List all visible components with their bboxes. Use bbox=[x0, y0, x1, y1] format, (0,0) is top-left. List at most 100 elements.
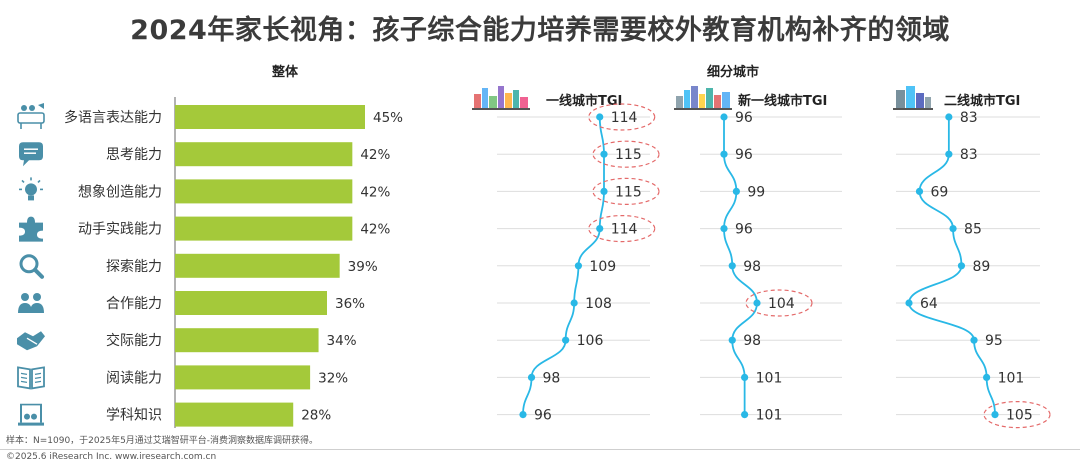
tgi-value-label: 106 bbox=[577, 333, 604, 349]
tier2-city-icon bbox=[893, 86, 933, 110]
tgi-point bbox=[600, 150, 608, 158]
bar-value-label: 45% bbox=[373, 110, 403, 126]
handshake-icon bbox=[17, 331, 45, 351]
tgi-value-label: 98 bbox=[543, 370, 561, 386]
tgi-point bbox=[945, 150, 953, 158]
tgi-value-label: 64 bbox=[920, 296, 938, 312]
book-icon bbox=[17, 366, 45, 390]
bar bbox=[175, 328, 319, 353]
tgi-value-label: 85 bbox=[964, 222, 982, 238]
tier1-city-icon bbox=[472, 86, 530, 110]
tgi-point bbox=[753, 299, 761, 307]
bar-value-label: 39% bbox=[348, 259, 378, 275]
tgi-point bbox=[949, 225, 957, 233]
footer-divider bbox=[0, 449, 1080, 450]
tgi-value-label: 115 bbox=[615, 147, 642, 163]
tgi-value-label: 108 bbox=[585, 296, 612, 312]
tgi-value-label: 96 bbox=[735, 222, 753, 238]
bar bbox=[175, 291, 327, 315]
tgi-value-label: 96 bbox=[735, 110, 753, 126]
tgi-value-label: 96 bbox=[534, 408, 552, 424]
tgi-value-label: 83 bbox=[960, 110, 978, 126]
series-title-new-tier1: 新一线城市TGI bbox=[738, 94, 828, 109]
tgi-value-label: 114 bbox=[611, 222, 638, 238]
bar bbox=[175, 179, 353, 204]
bar bbox=[175, 253, 340, 278]
footnote: 样本：N=1090，于2025年5月通过艾瑞智研平台-消费洞察数据库调研获得。 bbox=[6, 436, 319, 446]
tgi-value-label: 109 bbox=[589, 259, 616, 275]
tgi-value-label: 101 bbox=[998, 370, 1025, 386]
language-icon bbox=[17, 103, 45, 129]
tgi-point bbox=[527, 373, 536, 381]
bar-value-label: 42% bbox=[360, 222, 390, 238]
tgi-point bbox=[970, 336, 978, 344]
bar-value-label: 32% bbox=[318, 370, 348, 386]
highlight-ellipse bbox=[745, 289, 813, 317]
tgi-value-label: 101 bbox=[756, 370, 783, 386]
tgi-point bbox=[991, 411, 999, 419]
bar-category-label: 阅读能力 bbox=[106, 369, 162, 386]
tgi-point bbox=[732, 187, 740, 195]
bar-category-label: 动手实践能力 bbox=[78, 222, 162, 238]
series-title-tier1: 一线城市TGI bbox=[546, 94, 623, 109]
tgi-point bbox=[741, 373, 749, 381]
bar-value-label: 34% bbox=[327, 333, 357, 349]
tgi-value-label: 83 bbox=[960, 147, 978, 163]
bar bbox=[175, 142, 353, 167]
bar-category-label: 合作能力 bbox=[106, 296, 162, 312]
magnifier-icon bbox=[19, 254, 44, 279]
tgi-point bbox=[570, 299, 578, 307]
bar-category-label: 想象创造能力 bbox=[78, 184, 162, 200]
bar bbox=[175, 365, 311, 390]
series-title-tier2: 二线城市TGI bbox=[944, 94, 1021, 109]
copyright: ©2025.6 iResearch Inc. www.iresearch.com… bbox=[6, 452, 217, 462]
lightbulb-icon bbox=[19, 177, 43, 201]
speech-bubble-icon bbox=[19, 142, 43, 167]
tgi-point bbox=[741, 411, 749, 419]
bar-value-label: 42% bbox=[360, 147, 390, 163]
tgi-value-label: 89 bbox=[972, 259, 990, 275]
tgi-value-label: 105 bbox=[1006, 408, 1033, 424]
bar-value-label: 28% bbox=[301, 408, 331, 424]
tgi-value-label: 99 bbox=[747, 184, 765, 200]
puzzle-icon bbox=[19, 216, 43, 242]
tgi-point bbox=[519, 411, 527, 419]
bar bbox=[175, 216, 353, 241]
tgi-value-label: 115 bbox=[615, 184, 642, 200]
tgi-point bbox=[983, 373, 991, 381]
tgi-point bbox=[574, 262, 583, 270]
tgi-value-label: 101 bbox=[756, 408, 783, 424]
overall-section-title: 整体 bbox=[272, 65, 299, 80]
tgi-value-label: 98 bbox=[743, 259, 761, 275]
tgi-point bbox=[720, 113, 728, 121]
bar-value-label: 42% bbox=[360, 184, 390, 200]
tgi-value-label: 96 bbox=[735, 147, 753, 163]
tgi-point bbox=[728, 262, 736, 270]
highlight-ellipse bbox=[592, 140, 660, 168]
bar-value-label: 36% bbox=[335, 296, 365, 312]
bar-category-label: 探索能力 bbox=[106, 258, 162, 275]
tgi-value-label: 69 bbox=[930, 184, 948, 200]
highlight-ellipse bbox=[983, 401, 1051, 429]
tgi-value-label: 95 bbox=[985, 333, 1003, 349]
tgi-point bbox=[720, 225, 728, 233]
bar-category-label: 交际能力 bbox=[106, 332, 162, 349]
tgi-point bbox=[957, 262, 966, 270]
bar bbox=[175, 105, 365, 129]
tgi-value-label: 114 bbox=[611, 110, 638, 126]
tgi-point bbox=[905, 299, 913, 307]
group-icon bbox=[18, 293, 44, 313]
lab-icon bbox=[18, 403, 44, 426]
bar bbox=[175, 402, 294, 427]
highlight-ellipse bbox=[588, 103, 656, 131]
tgi-point bbox=[915, 187, 924, 195]
tgi-point bbox=[600, 187, 608, 195]
tgi-point bbox=[562, 336, 570, 344]
tgi-point bbox=[720, 150, 728, 158]
chart-title: 2024年家长视角：孩子综合能力培养需要校外教育机构补齐的领域 bbox=[130, 15, 950, 46]
tgi-point bbox=[596, 113, 604, 121]
tgi-point bbox=[945, 113, 953, 121]
tgi-value-label: 104 bbox=[768, 296, 795, 312]
highlight-ellipse bbox=[588, 215, 656, 243]
